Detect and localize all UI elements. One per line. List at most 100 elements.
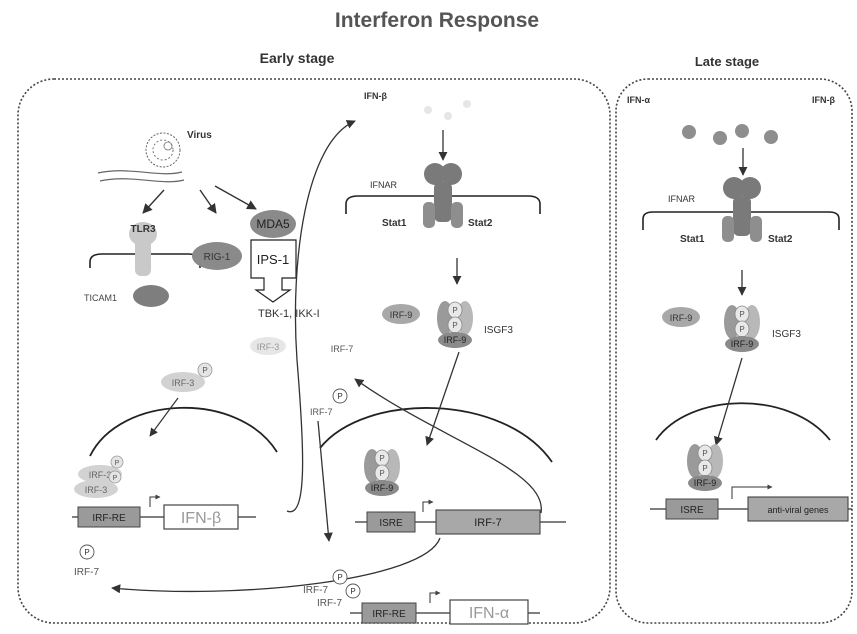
irf7-cytoplasm-label: IRF-7: [331, 344, 354, 354]
antiviral-genes-box: [747, 496, 849, 522]
phospho-label: P: [337, 392, 342, 401]
phospho-label: P: [337, 573, 342, 582]
irf7-dimer-top-label: IRF-7: [303, 585, 328, 596]
phospho-badge: [79, 544, 95, 560]
tss-arrow: [429, 590, 441, 603]
antiviral-genes-label: anti-viral genes: [767, 505, 829, 515]
ifna-molecule: [682, 125, 696, 139]
late-ifnb-label: IFN-β: [812, 95, 835, 105]
irf-re-element: [77, 506, 141, 528]
phospho-badge: [332, 569, 348, 585]
ticam1-label: TICAM1: [84, 293, 117, 303]
viral-rna-icon: [97, 170, 185, 183]
irf7-gene-label: IRF-7: [474, 517, 502, 529]
irf7-dimer-bottom-label: IRF-7: [317, 598, 342, 609]
irf3-faint-label: IRF-3: [257, 342, 280, 352]
irf3-faint: [250, 337, 286, 355]
ifna-gene-box: [449, 599, 529, 625]
phospho-badge: [345, 583, 361, 599]
irf3-cytoplasm: [161, 372, 205, 392]
virus-icon: [145, 132, 181, 168]
tss-arrow: [422, 499, 434, 512]
nucleus-membrane-right: [319, 407, 553, 463]
phospho-label: P: [115, 460, 120, 467]
ifnb-gene-label: IFN-β: [181, 510, 221, 527]
ifnb-molecule: [764, 130, 778, 144]
late-stage-heading: Late stage: [695, 54, 759, 69]
tss-arrow: [731, 484, 773, 499]
ifnar-label: IFNAR: [370, 180, 398, 190]
tlr3-receptor: [129, 222, 157, 276]
virus-label: Virus: [187, 130, 212, 141]
stat2-label: Stat2: [468, 218, 493, 229]
mda5-sensor: [250, 210, 296, 238]
irf3-dimer-bottom: [74, 480, 118, 498]
irf3-dimer-bottom-label: IRF-3: [85, 485, 108, 495]
arrow-isgf3-nucleus: [425, 351, 460, 446]
phospho-badge: [332, 388, 348, 404]
arrow-late-isgf3-nucleus: [713, 357, 743, 446]
late-isre-element: [665, 498, 719, 520]
irf9-free: [382, 304, 420, 324]
late-stage-panel: [615, 78, 853, 624]
late-isre-label: ISRE: [680, 505, 704, 516]
phospho-badge: [197, 362, 213, 378]
isre-element: [366, 511, 416, 533]
late-isgf3-label: ISGF3: [772, 329, 801, 340]
late-isgf3-irf9-label: IRF-9: [731, 339, 754, 349]
ifnb-molecule: [444, 112, 452, 120]
arrow-irf3-nucleus: [149, 397, 179, 437]
rig1-sensor: [192, 242, 242, 270]
irf7-lower-label: IRF-7: [74, 567, 99, 578]
late-nucleus-membrane: [655, 402, 831, 441]
phospho-badge: [110, 455, 124, 469]
diagram-title: Interferon Response: [335, 9, 539, 32]
early-stage-panel: [17, 78, 611, 624]
ifnb-molecule: [463, 100, 471, 108]
irf-re-label: IRF-RE: [372, 609, 406, 620]
irf7-export-arrow: [111, 537, 441, 594]
phospho-label: P: [350, 587, 355, 596]
irf-re-element: [361, 602, 417, 624]
ifnb-export-arrow: [286, 120, 356, 513]
irf3-cytoplasm-label: IRF-3: [172, 378, 195, 388]
irf7-cytoplasm: [324, 339, 360, 357]
phospho-badge: [108, 470, 122, 484]
isgf3-nuclear-irf9-label: IRF-9: [371, 483, 394, 493]
late-ifnar-receptor: [722, 177, 762, 242]
arrow-virus-rig1: [199, 189, 217, 214]
irf7-feedback-arrow: [354, 378, 542, 514]
ifnb-gene-box: [163, 504, 239, 530]
ifnb-secreted-label: IFN-β: [364, 91, 387, 101]
early-stage-heading: Early stage: [260, 50, 335, 66]
ifna-gene-label: IFN-α: [469, 605, 509, 622]
isgf3-p-top: P: [452, 306, 457, 315]
irf9-free-label: IRF-9: [390, 310, 413, 320]
irf7-gene-box: [435, 509, 541, 535]
isgf3-p-bottom: P: [452, 321, 457, 330]
tlr3-label: TLR3: [131, 224, 156, 235]
ifnb-molecule: [735, 124, 749, 138]
late-stat2-label: Stat2: [768, 234, 793, 245]
irf7-phospho-label: IRF-7: [310, 407, 333, 417]
late-isgf3-nuclear-p-top: P: [702, 449, 707, 458]
late-irf9-free: [662, 307, 700, 327]
late-irf9-free-label: IRF-9: [670, 313, 693, 323]
isre-label: ISRE: [379, 518, 403, 529]
ifnb-molecule: [424, 106, 432, 114]
late-isgf3-nuclear-p-bottom: P: [702, 464, 707, 473]
late-isgf3-p-bottom: P: [739, 325, 744, 334]
late-ifnar-label: IFNAR: [668, 194, 696, 204]
late-isgf3-nuclear-irf9-label: IRF-9: [694, 478, 717, 488]
ips1-label: IPS-1: [257, 252, 290, 267]
ips1-adaptor: [250, 239, 297, 303]
ifna-molecule: [713, 131, 727, 145]
phospho-label: P: [202, 366, 207, 375]
tss-arrow: [149, 494, 161, 507]
rig1-label: RIG-1: [204, 252, 231, 263]
late-stat1-label: Stat1: [680, 234, 705, 245]
arrow-irf7-down: [317, 420, 333, 542]
isgf3-nuclear-p-bottom: P: [379, 469, 384, 478]
arrow-virus-tlr3: [142, 189, 165, 214]
